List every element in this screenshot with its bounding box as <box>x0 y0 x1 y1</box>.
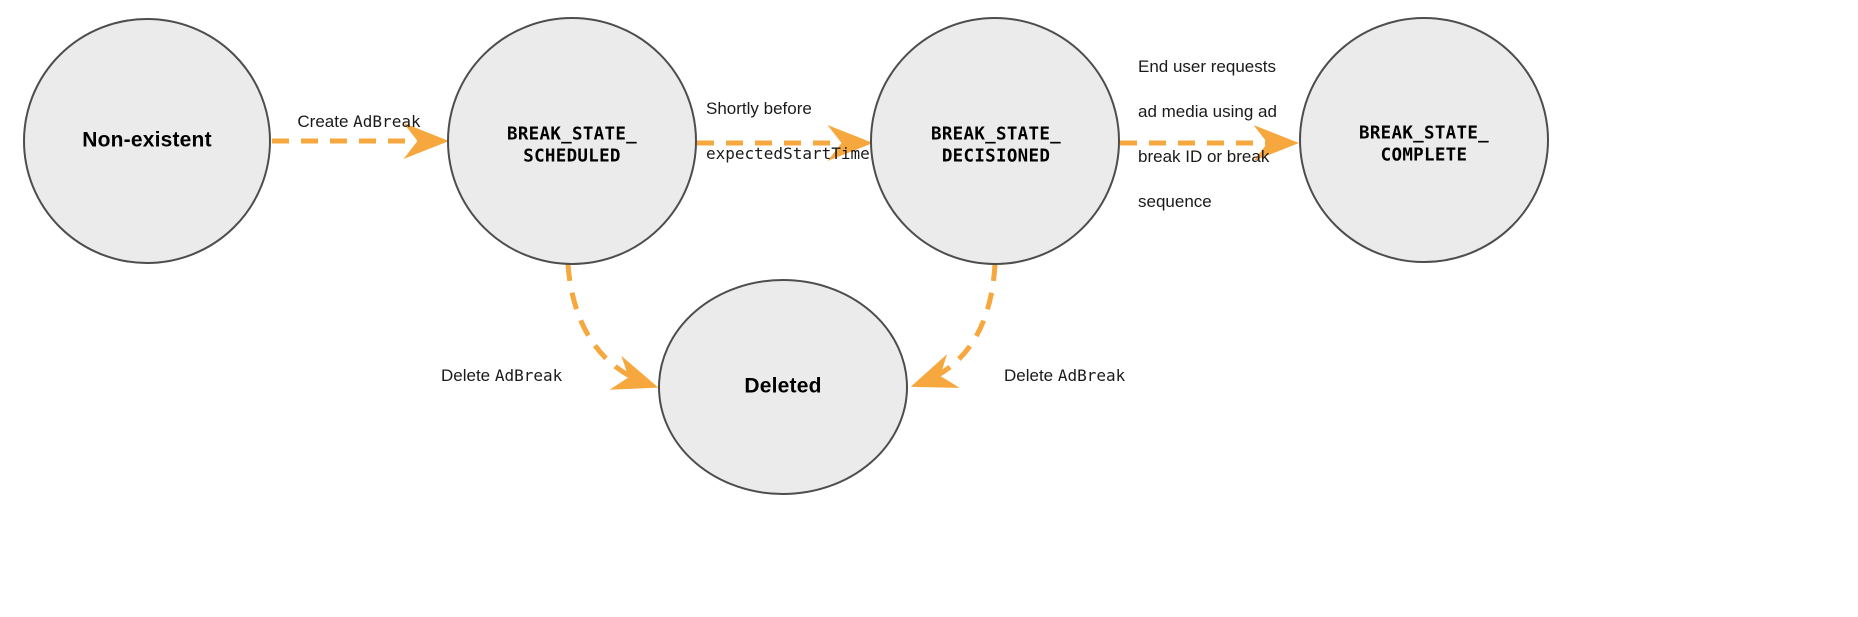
node-deleted[interactable] <box>658 279 908 495</box>
node-break-state-complete[interactable] <box>1299 17 1549 263</box>
edge-decisioned-delete <box>910 263 998 388</box>
node-break-state-scheduled[interactable] <box>447 17 697 265</box>
node-non-existent[interactable] <box>23 18 271 264</box>
edge-scheduled-delete <box>565 263 659 390</box>
node-break-state-decisioned[interactable] <box>870 17 1120 265</box>
